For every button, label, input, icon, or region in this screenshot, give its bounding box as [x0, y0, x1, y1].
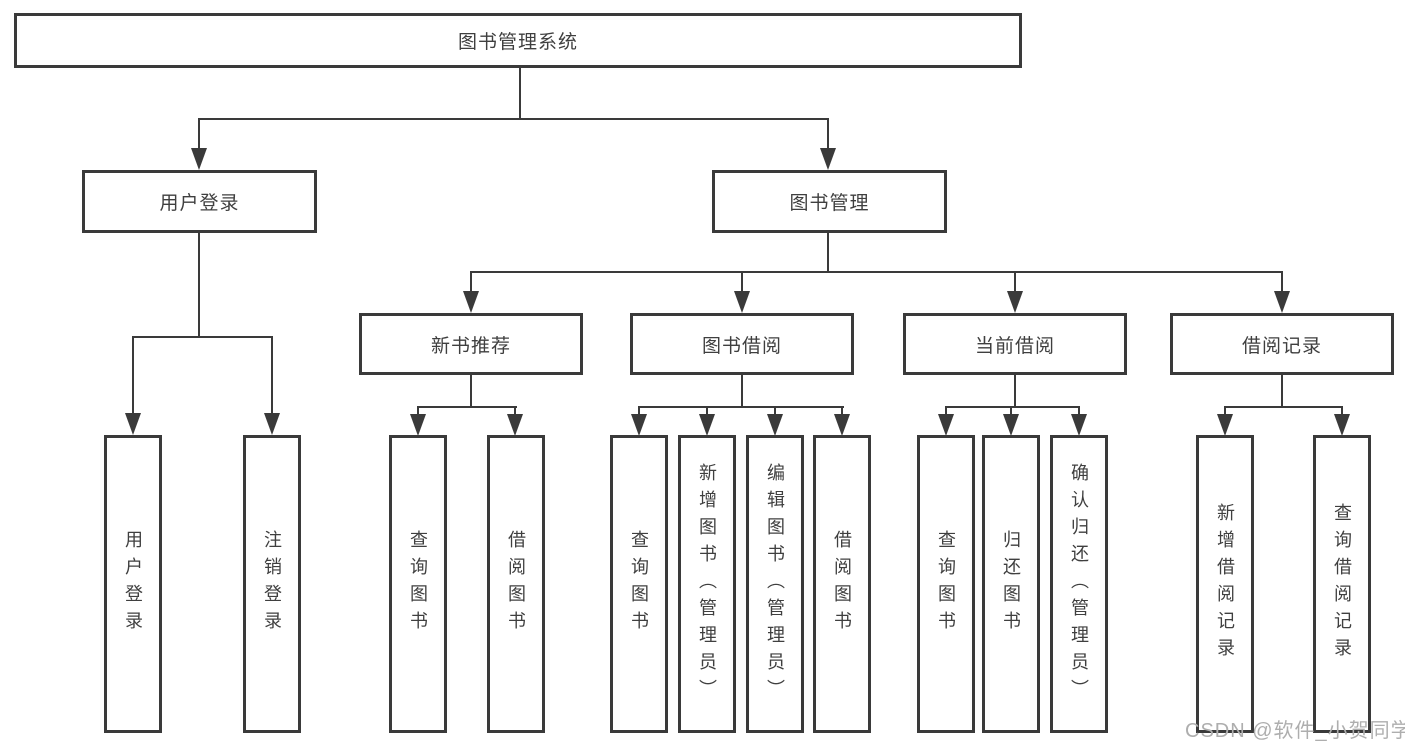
leaf-label: 用户登录 — [123, 530, 143, 638]
leaf-label: 查询图书 — [629, 530, 649, 638]
connector-drop — [1010, 406, 1012, 416]
node-root: 图书管理系统 — [14, 13, 1022, 68]
connector-level3-bus — [470, 271, 1283, 273]
connector-root-trunk — [519, 68, 521, 119]
arrow-down-icon — [1217, 414, 1233, 436]
connector-drop-book-mgmt — [827, 118, 829, 150]
connector-drop — [1281, 271, 1283, 293]
leaf-confirm-return-admin: 确认归还（管理员） — [1050, 435, 1108, 733]
leaf-add-borrow-record: 新增借阅记录 — [1196, 435, 1254, 733]
arrow-down-icon — [410, 414, 426, 436]
connector-drop — [945, 406, 947, 416]
connector-drop — [514, 406, 516, 416]
arrow-down-icon — [1334, 414, 1350, 436]
node-root-label: 图书管理系统 — [457, 32, 578, 53]
leaf-return-books: 归还图书 — [982, 435, 1040, 733]
arrow-down-icon — [507, 414, 523, 436]
node-book-mgmt: 图书管理 — [712, 170, 947, 233]
leaf-label: 查询借阅记录 — [1332, 503, 1352, 665]
arrow-down-icon — [264, 413, 280, 435]
leaf-label: 查询图书 — [936, 530, 956, 638]
connector-drop — [417, 406, 419, 416]
arrow-down-icon — [767, 414, 783, 436]
leaf-edit-books-admin: 编辑图书（管理员） — [746, 435, 804, 733]
leaf-query-books-borrow: 查询图书 — [610, 435, 668, 733]
connector-level2-bus — [198, 118, 829, 120]
csdn-watermark: CSDN @软件_小贺同学 — [1185, 720, 1405, 742]
connector-borrow-record-bus — [1224, 406, 1343, 408]
leaf-query-books-rec: 查询图书 — [389, 435, 447, 733]
connector-drop-user-login — [198, 118, 200, 150]
leaf-label: 确认归还（管理员） — [1069, 462, 1089, 706]
leaf-user-login: 用户登录 — [104, 435, 162, 733]
connector-borrow-record-stem — [1281, 375, 1283, 408]
connector-new-book-rec-bus — [417, 406, 517, 408]
leaf-label: 新增借阅记录 — [1215, 503, 1235, 665]
connector-drop — [1014, 271, 1016, 293]
connector-drop — [1078, 406, 1080, 416]
connector-book-mgmt-stem — [827, 233, 829, 273]
arrow-down-icon — [1007, 291, 1023, 313]
leaf-label: 借阅图书 — [506, 530, 526, 638]
connector-user-login-bus — [132, 336, 273, 338]
node-book-borrow-label: 图书借阅 — [701, 335, 782, 357]
arrow-down-icon — [1274, 291, 1290, 313]
arrow-down-icon — [734, 291, 750, 313]
node-user-login: 用户登录 — [82, 170, 317, 233]
leaf-logout: 注销登录 — [243, 435, 301, 733]
arrow-down-icon — [699, 414, 715, 436]
arrow-down-icon — [834, 414, 850, 436]
connector-drop — [774, 406, 776, 416]
connector-drop — [271, 336, 273, 416]
arrow-down-icon — [191, 148, 207, 170]
connector-current-borrow-bus — [945, 406, 1080, 408]
arrow-down-icon — [938, 414, 954, 436]
arrow-down-icon — [125, 413, 141, 435]
arrow-down-icon — [1003, 414, 1019, 436]
node-book-mgmt-label: 图书管理 — [789, 193, 870, 214]
connector-drop — [132, 336, 134, 416]
connector-drop — [1224, 406, 1226, 416]
arrow-down-icon — [631, 414, 647, 436]
node-book-borrow: 图书借阅 — [630, 313, 854, 375]
connector-drop — [706, 406, 708, 416]
leaf-label: 新增图书（管理员） — [697, 462, 717, 706]
node-new-book-rec: 新书推荐 — [359, 313, 583, 375]
leaf-label: 编辑图书（管理员） — [765, 462, 785, 706]
leaf-query-books-current: 查询图书 — [917, 435, 975, 733]
node-current-borrow-label: 当前借阅 — [974, 335, 1055, 357]
leaf-query-borrow-record: 查询借阅记录 — [1313, 435, 1371, 733]
connector-user-login-stem — [198, 233, 200, 337]
leaf-borrow-books: 借阅图书 — [813, 435, 871, 733]
connector-drop — [841, 406, 843, 416]
connector-current-borrow-stem — [1014, 375, 1016, 408]
leaf-label: 归还图书 — [1001, 530, 1021, 638]
connector-drop — [638, 406, 640, 416]
leaf-label: 查询图书 — [408, 530, 428, 638]
connector-drop — [1341, 406, 1343, 416]
node-borrow-record-label: 借阅记录 — [1241, 335, 1322, 357]
connector-book-borrow-stem — [741, 375, 743, 408]
leaf-borrow-books-rec: 借阅图书 — [487, 435, 545, 733]
connector-book-borrow-bus — [638, 406, 844, 408]
connector-new-book-rec-stem — [470, 375, 472, 408]
arrow-down-icon — [820, 148, 836, 170]
node-new-book-rec-label: 新书推荐 — [430, 335, 511, 357]
leaf-label: 借阅图书 — [832, 530, 852, 638]
node-user-login-label: 用户登录 — [159, 193, 240, 214]
node-borrow-record: 借阅记录 — [1170, 313, 1394, 375]
connector-drop — [470, 271, 472, 293]
node-current-borrow: 当前借阅 — [903, 313, 1127, 375]
leaf-add-books-admin: 新增图书（管理员） — [678, 435, 736, 733]
connector-drop — [741, 271, 743, 293]
leaf-label: 注销登录 — [262, 530, 282, 638]
arrow-down-icon — [1071, 414, 1087, 436]
arrow-down-icon — [463, 291, 479, 313]
